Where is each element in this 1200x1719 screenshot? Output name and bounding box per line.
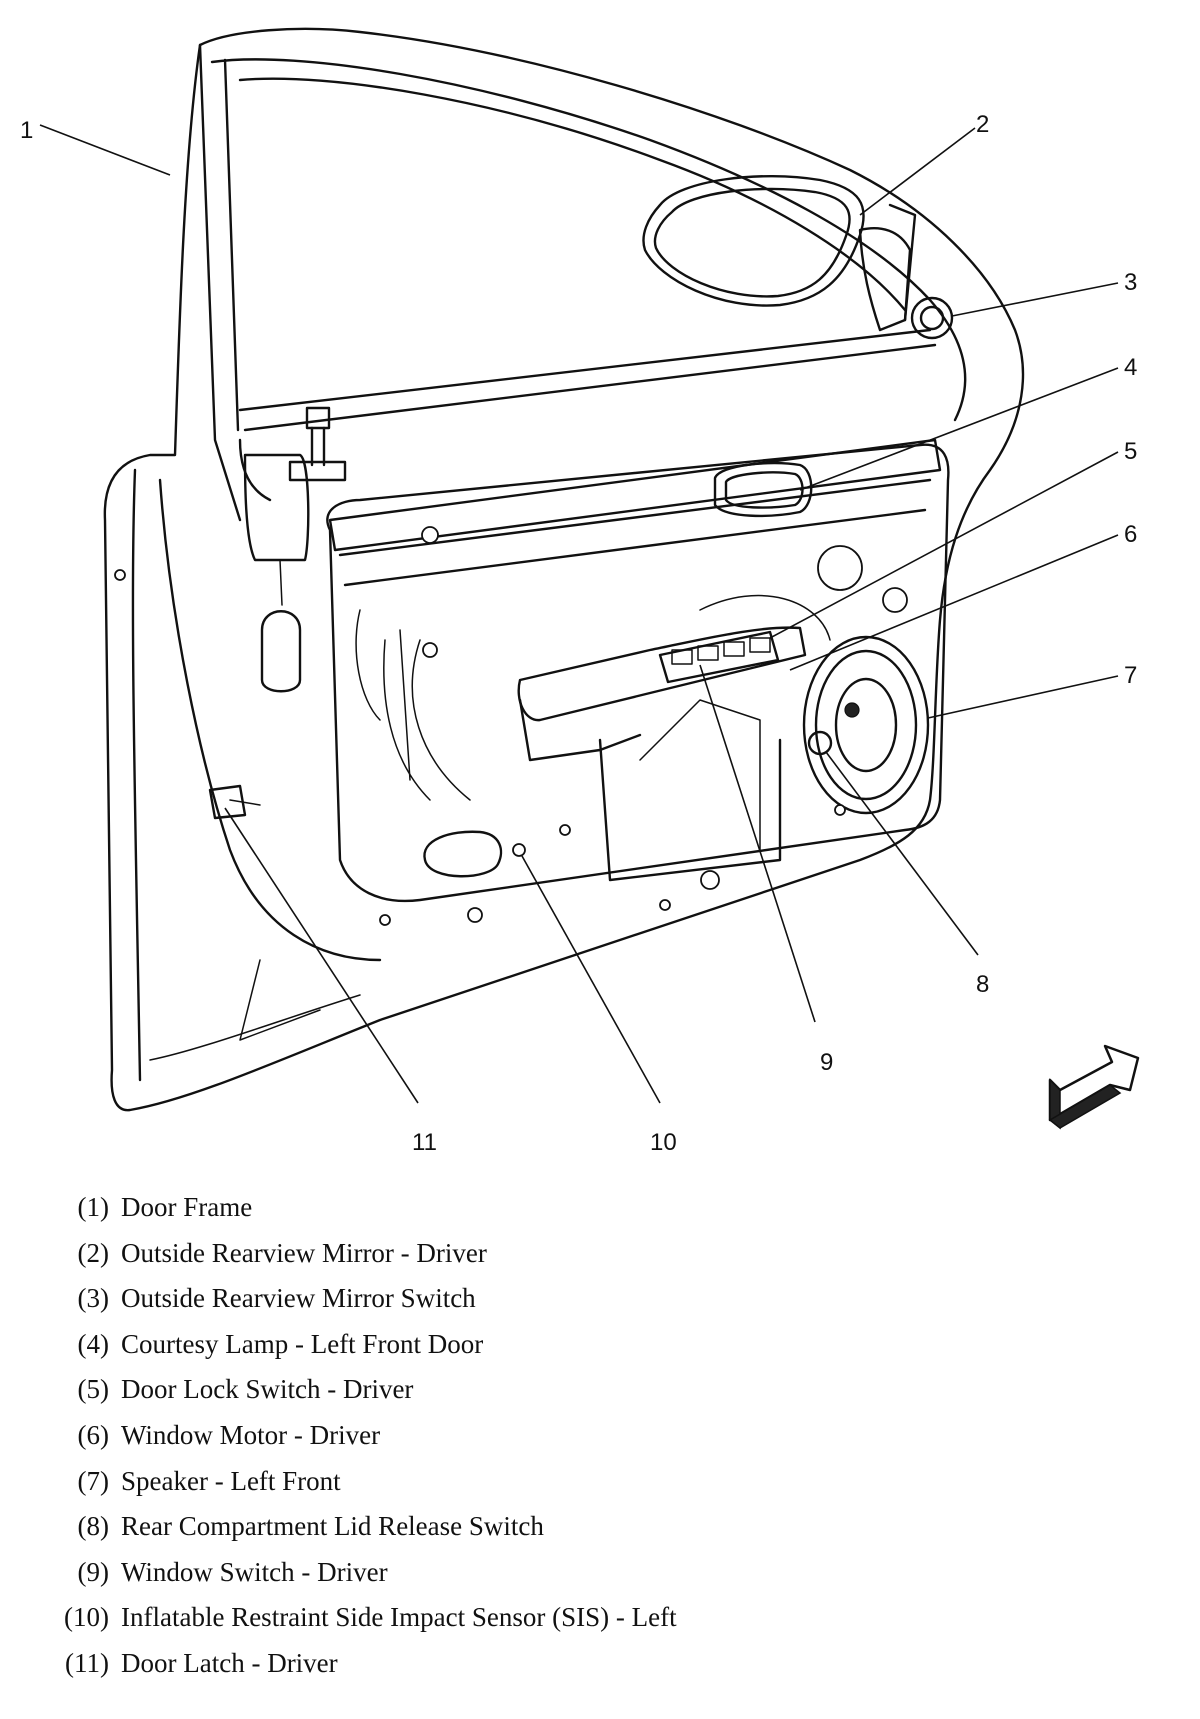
callout-2: 2 (976, 111, 989, 138)
legend-item: (3) Outside Rearview Mirror Switch (55, 1276, 1155, 1322)
legend-number: (3) (77, 1283, 109, 1314)
legend-number: (8) (77, 1511, 109, 1542)
direction-arrow-icon (1048, 1044, 1140, 1130)
legend-number: (4) (77, 1328, 109, 1359)
legend-item: (10) Inflatable Restraint Side Impact Sen… (55, 1595, 1155, 1641)
legend-number: (5) (77, 1374, 109, 1405)
legend-label: Outside Rearview Mirror - Driver (121, 1237, 487, 1268)
legend-number: (2) (77, 1237, 109, 1268)
legend-number: (9) (77, 1556, 109, 1587)
legend-number: (1) (77, 1192, 109, 1222)
legend-item: (9) Window Switch - Driver (55, 1550, 1155, 1596)
legend-number: (7) (77, 1465, 109, 1496)
legend-label: Window Motor - Driver (121, 1419, 381, 1450)
legend-label: Door Latch - Driver (121, 1647, 338, 1678)
legend-label: Courtesy Lamp - Left Front Door (121, 1328, 484, 1359)
callout-7: 7 (1124, 662, 1137, 689)
legend-item: (6) Window Motor - Driver (55, 1413, 1155, 1459)
legend-item: (7) Speaker - Left Front (55, 1459, 1155, 1505)
legend-item: (5) Door Lock Switch - Driver (55, 1367, 1155, 1413)
legend-item: (4) Courtesy Lamp - Left Front Door (55, 1322, 1155, 1368)
callout-3: 3 (1124, 269, 1137, 296)
callout-4: 4 (1124, 354, 1137, 381)
door-exploded-diagram: 1 2 3 4 5 6 7 8 9 10 11 (20, 27, 1140, 1156)
legend-item: (8) Rear Compartment Lid Release Switch (55, 1504, 1155, 1550)
callout-5: 5 (1124, 438, 1137, 465)
door-frame-drawing (103, 27, 1025, 1112)
legend-item: (11) Door Latch - Driver (55, 1641, 1155, 1687)
callout-8: 8 (976, 971, 989, 998)
legend-number: (10) (64, 1602, 109, 1633)
legend-label: Door Lock Switch - Driver (121, 1374, 414, 1405)
legend-number: (11) (65, 1647, 109, 1678)
callout-labels: 1 2 3 4 5 6 7 8 9 10 11 (20, 111, 1137, 1156)
legend-number: (6) (77, 1419, 109, 1450)
callout-1: 1 (20, 117, 33, 144)
callout-6: 6 (1124, 521, 1137, 548)
legend-item: (1) Door Frame (55, 1185, 1155, 1231)
legend-label: Speaker - Left Front (121, 1465, 341, 1496)
legend-item: (2) Outside Rearview Mirror - Driver (55, 1231, 1155, 1277)
callout-11: 11 (412, 1129, 437, 1156)
parts-legend: (1) Door Frame (2) Outside Rearview Mirror… (55, 1185, 1155, 1687)
legend-label: Door Frame (121, 1192, 253, 1222)
callout-10: 10 (650, 1129, 677, 1156)
legend-label: Window Switch - Driver (121, 1556, 388, 1587)
leader-lines (39, 124, 1119, 1104)
legend-label: Rear Compartment Lid Release Switch (121, 1511, 544, 1542)
legend-label: Outside Rearview Mirror Switch (121, 1283, 476, 1314)
callout-9: 9 (820, 1049, 833, 1076)
legend-label: Inflatable Restraint Side Impact Sensor … (121, 1602, 677, 1633)
